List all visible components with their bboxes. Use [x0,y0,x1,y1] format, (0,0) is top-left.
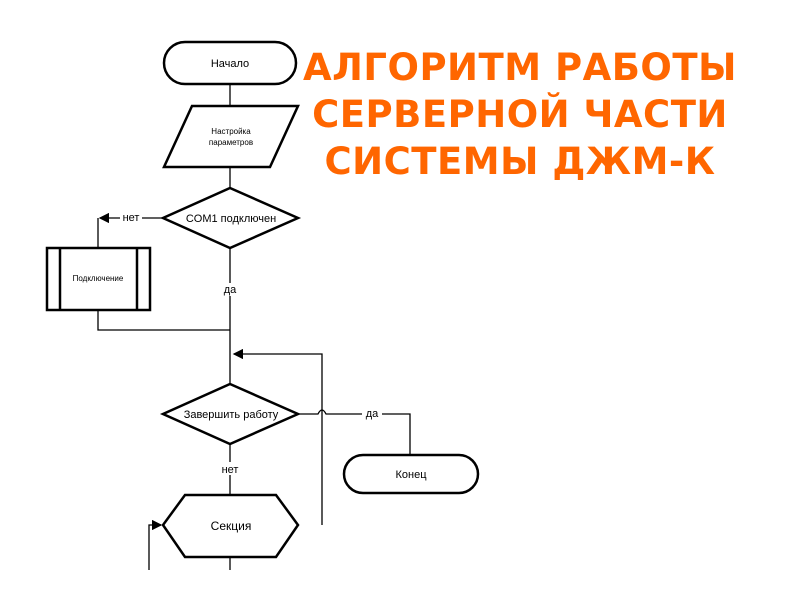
com-connected-decision: COM1 подключен [159,186,302,250]
connect-label: Подключение [73,274,124,283]
end-terminal: Конец [342,453,480,495]
yes-label-finish: да [366,408,379,420]
finish-decision-label: Завершить работу [184,409,279,421]
setup-label-line2: параметров [209,138,253,147]
section-loop-block: Секция [161,493,300,559]
start-terminal: Начало [162,40,298,86]
title-line-1: АЛГОРИТМ РАБОТЫ [303,46,737,89]
com-decision-label: COM1 подключен [186,213,276,225]
setup-parameters-block: Настройка параметров [162,104,300,169]
no-label-finish: нет [222,464,239,476]
connectors [97,84,411,570]
section-label: Секция [211,519,252,533]
no-label-com: нет [123,212,140,224]
end-label: Конец [395,469,427,481]
slide-title: АЛГОРИТМ РАБОТЫ СЕРВЕРНОЙ ЧАСТИ СИСТЕМЫ … [280,44,760,185]
yes-label-com: да [224,284,237,296]
title-line-2: СЕРВЕРНОЙ ЧАСТИ [312,93,728,136]
setup-label-line1: Настройка [211,127,251,136]
start-label: Начало [211,58,249,70]
title-line-3: СИСТЕМЫ ДЖМ-К [324,140,716,183]
connect-subprocess: Подключение [45,246,152,312]
finish-work-decision: Завершить работу [159,382,302,446]
